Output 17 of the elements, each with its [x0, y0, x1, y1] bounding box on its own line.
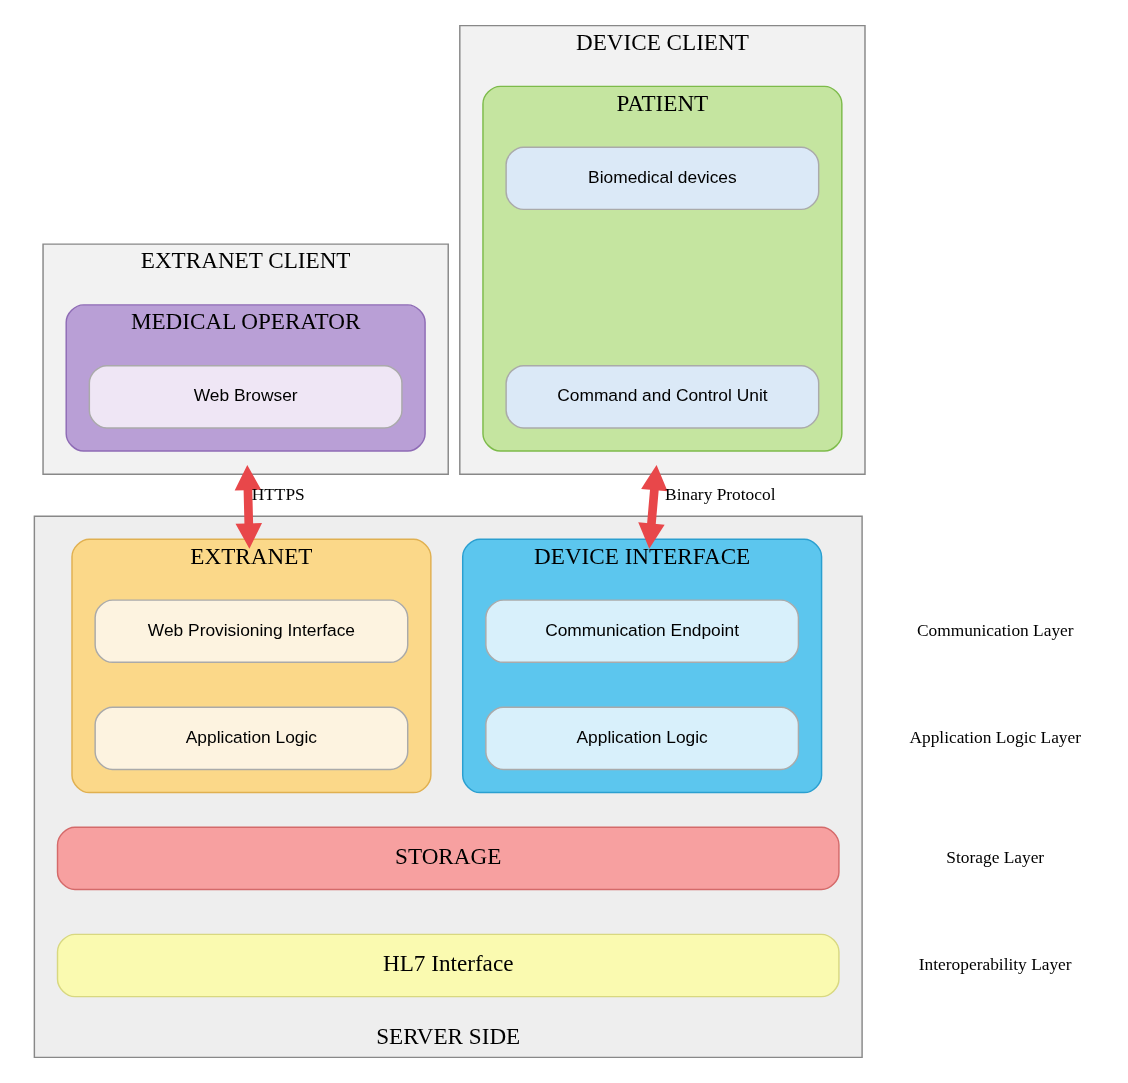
node-box: Biomedical devices [505, 146, 820, 211]
node-box: Web Provisioning Interface [94, 599, 409, 664]
node-box: STORAGE [56, 826, 840, 891]
label: Interoperability Layer [918, 954, 1072, 974]
edge-label: Binary Protocol [665, 484, 776, 504]
node-box: HL7 Interface [56, 933, 840, 998]
label: Communication Layer [916, 620, 1074, 640]
arrow [638, 464, 668, 549]
node-box: Command and Control Unit [505, 364, 820, 429]
node-box: Application Logic [485, 706, 800, 771]
node-box: Communication Endpoint [485, 599, 800, 664]
node-box: Application Logic [94, 706, 409, 771]
node-box: Web Browser [88, 364, 403, 429]
label: Storage Layer [946, 847, 1045, 867]
arrow [234, 464, 263, 549]
edge-label: HTTPS [251, 484, 305, 504]
label: Application Logic Layer [909, 727, 1082, 747]
